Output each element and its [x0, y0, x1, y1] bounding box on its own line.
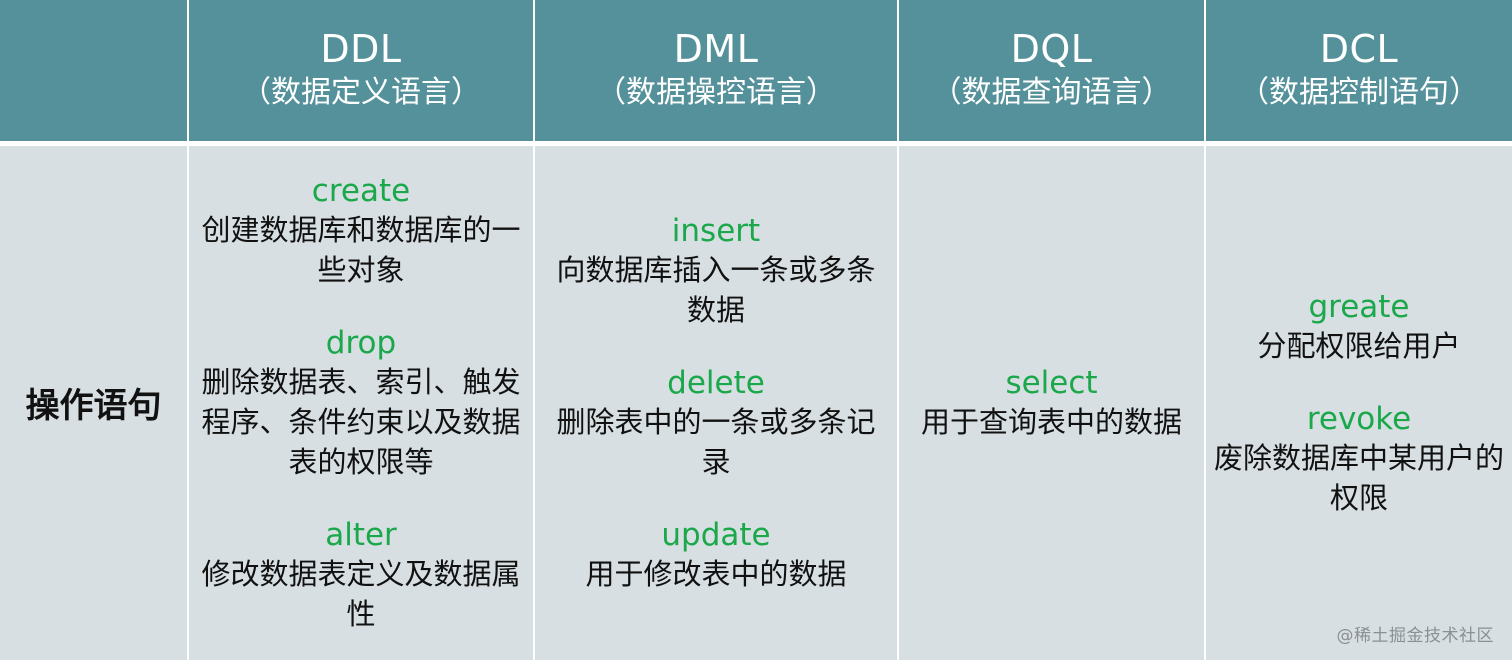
desc-alter: 修改数据表定义及数据属性 — [201, 556, 521, 631]
watermark-text: @稀土掘金技术社区 — [1336, 626, 1494, 646]
dml-update: update 用于修改表中的数据 — [543, 516, 889, 594]
keyword-insert: insert — [671, 212, 761, 249]
header-ddl-code: DDL — [320, 27, 402, 72]
header-dql: DQL （数据查询语言） — [898, 0, 1206, 146]
header-row: DDL （数据定义语言） DML （数据操控语言） DQL （数据查询语言） D… — [0, 0, 1512, 146]
desc-greate: 分配权限给用户 — [1257, 328, 1461, 363]
keyword-delete: delete — [667, 364, 765, 401]
header-dml-desc: （数据操控语言） — [596, 75, 836, 111]
dcl-cell: greate 分配权限给用户 revoke 废除数据库中某用户的权限 — [1205, 143, 1512, 660]
ddl-create: create 创建数据库和数据库的一些对象 — [197, 172, 525, 290]
dml-cell: insert 向数据库插入一条或多条数据 delete 删除表中的一条或多条记录… — [534, 143, 899, 660]
desc-insert: 向数据库插入一条或多条数据 — [556, 252, 876, 327]
dcl-revoke: revoke 废除数据库中某用户的权限 — [1214, 400, 1504, 518]
desc-drop: 删除数据表、索引、触发程序、条件约束以及数据表的权限等 — [201, 364, 521, 479]
header-dcl: DCL （数据控制语句） — [1205, 0, 1512, 146]
keyword-greate: greate — [1308, 288, 1410, 325]
dql-select: select 用于查询表中的数据 — [907, 364, 1196, 442]
desc-update: 用于修改表中的数据 — [585, 556, 847, 591]
header-dql-code: DQL — [1010, 27, 1093, 72]
dml-delete: delete 删除表中的一条或多条记录 — [543, 364, 889, 482]
header-corner-cell — [0, 0, 189, 146]
keyword-revoke: revoke — [1306, 400, 1412, 437]
ddl-cell: create 创建数据库和数据库的一些对象 drop 删除数据表、索引、触发程序… — [188, 143, 535, 660]
desc-select: 用于查询表中的数据 — [920, 404, 1182, 439]
header-dql-desc: （数据查询语言） — [931, 75, 1172, 111]
header-ddl-desc: （数据定义语言） — [241, 75, 481, 111]
desc-create: 创建数据库和数据库的一些对象 — [201, 212, 521, 287]
keyword-alter: alter — [325, 516, 397, 553]
keyword-drop: drop — [325, 324, 397, 361]
row-label: 操作语句 — [0, 143, 189, 660]
ddl-drop: drop 删除数据表、索引、触发程序、条件约束以及数据表的权限等 — [197, 324, 525, 482]
operation-row: 操作语句 create 创建数据库和数据库的一些对象 drop 删除数据表、索引… — [0, 143, 1512, 660]
dml-insert: insert 向数据库插入一条或多条数据 — [543, 212, 889, 330]
keyword-select: select — [1005, 364, 1098, 401]
keyword-create: create — [311, 172, 411, 209]
header-dcl-code: DCL — [1319, 27, 1399, 72]
header-dcl-desc: （数据控制语句） — [1239, 75, 1479, 111]
dcl-greate: greate 分配权限给用户 — [1214, 288, 1504, 366]
dql-cell: select 用于查询表中的数据 — [898, 143, 1206, 660]
keyword-update: update — [661, 516, 771, 553]
header-dml-code: DML — [673, 27, 759, 72]
header-dml: DML （数据操控语言） — [534, 0, 899, 146]
ddl-alter: alter 修改数据表定义及数据属性 — [197, 516, 525, 634]
desc-revoke: 废除数据库中某用户的权限 — [1214, 440, 1505, 515]
header-ddl: DDL （数据定义语言） — [188, 0, 535, 146]
desc-delete: 删除表中的一条或多条记录 — [556, 404, 876, 479]
